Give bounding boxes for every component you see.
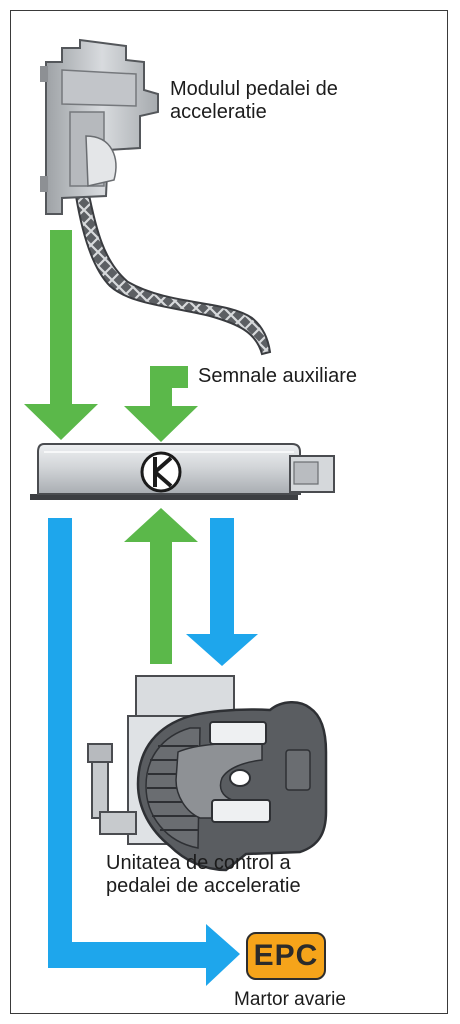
green-arrow-aux-signals — [124, 366, 198, 442]
throttle-body-icon — [87, 675, 328, 872]
control-unit-label-line1: Unitatea de control a — [106, 852, 291, 874]
pedal-module-label-line2: acceleratie — [170, 101, 267, 123]
accelerator-pedal-icon — [40, 38, 272, 356]
epc-badge-text: EPC — [253, 939, 319, 972]
green-arrow-unit-to-ecu — [124, 508, 198, 664]
aux-signals-label: Semnale auxiliare — [198, 365, 357, 387]
control-unit-label-line2: pedalei de acceleratie — [106, 875, 301, 897]
warning-lamp-label: Martor avarie — [234, 989, 346, 1010]
blue-arrow-ecu-to-warning-lamp — [48, 518, 240, 986]
k-symbol-icon — [140, 451, 182, 493]
epc-warning-badge: EPC — [246, 932, 326, 980]
pedal-module-label-line1: Modulul pedalei de — [170, 78, 338, 100]
ecu-module-icon — [30, 443, 335, 500]
green-arrow-pedal-to-ecu — [24, 230, 98, 440]
pedal-module-label: Modulul pedalei de acceleratie — [170, 78, 338, 124]
control-unit-label: Unitatea de control a pedalei de acceler… — [106, 852, 301, 898]
blue-arrow-ecu-to-unit — [186, 518, 258, 666]
